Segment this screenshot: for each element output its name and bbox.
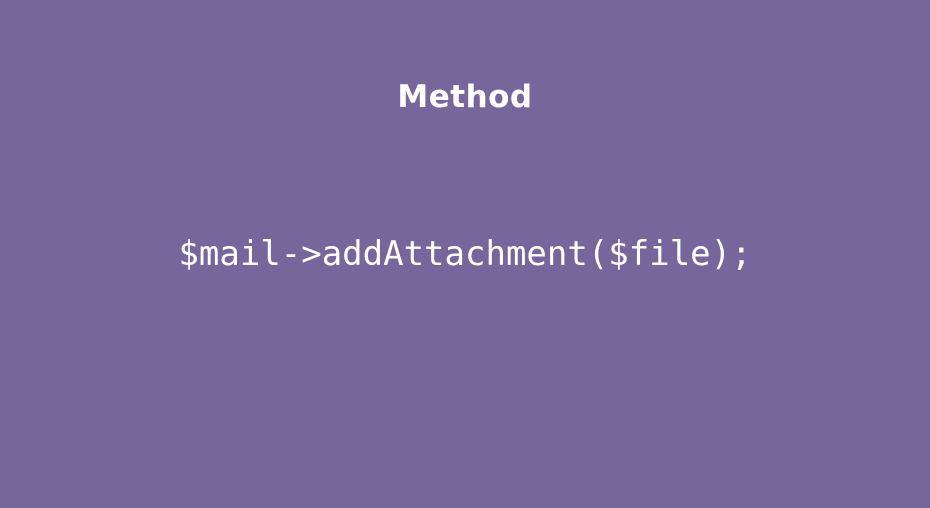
slide-title: Method <box>397 79 533 115</box>
code-snippet: $mail->addAttachment($file); <box>178 234 752 274</box>
